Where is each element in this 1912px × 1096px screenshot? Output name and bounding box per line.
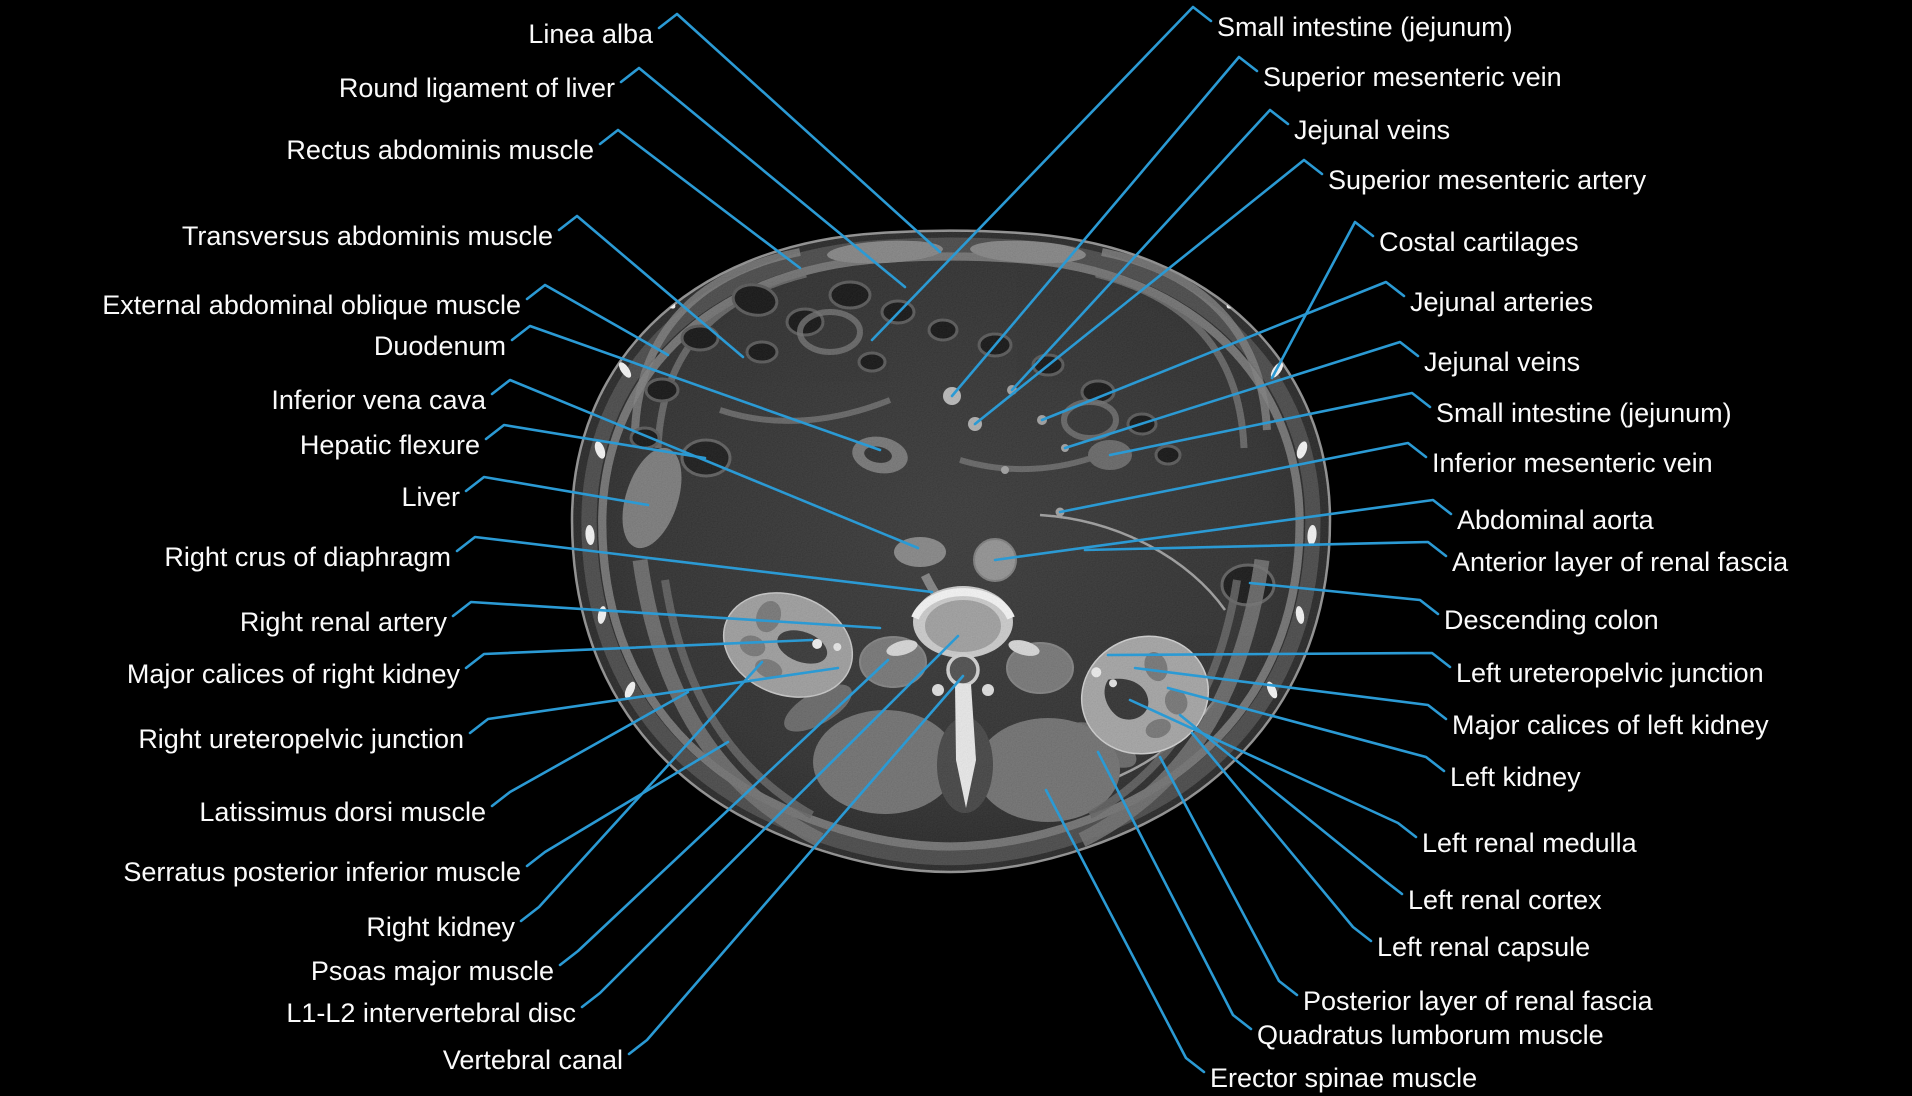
- leader-line-jejunal-veins: [1063, 340, 1420, 450]
- anatomy-label-duodenum: Duodenum: [374, 331, 506, 361]
- anatomy-label-psoas-major-muscle: Psoas major muscle: [311, 956, 554, 986]
- leader-line-linea-alba: [657, 12, 942, 254]
- anatomy-label-round-ligament-of-liver: Round ligament of liver: [339, 73, 615, 103]
- leader-line-inferior-mesenteric-vein: [1058, 441, 1428, 514]
- anatomy-label-major-calices-of-left-kidney: Major calices of left kidney: [1452, 710, 1769, 740]
- anatomy-label-l1-l2-intervertebral-disc: L1-L2 intervertebral disc: [286, 998, 576, 1028]
- anatomy-label-jejunal-veins: Jejunal veins: [1294, 115, 1450, 145]
- leader-line-small-intestine-jejunum: [870, 5, 1213, 342]
- leader-line-left-renal-cortex: [1178, 713, 1404, 896]
- anatomy-label-serratus-posterior-inferior-muscle: Serratus posterior inferior muscle: [123, 857, 521, 887]
- leader-line-superior-mesenteric-artery: [973, 158, 1324, 426]
- anatomy-label-major-calices-of-right-kidney: Major calices of right kidney: [127, 659, 461, 689]
- leader-line-left-renal-medulla: [1128, 698, 1418, 839]
- leader-line-psoas-major-muscle: [558, 658, 890, 967]
- anatomy-label-left-ureteropelvic-junction: Left ureteropelvic junction: [1456, 658, 1764, 688]
- anatomy-label-descending-colon: Descending colon: [1444, 605, 1659, 635]
- anatomy-label-inferior-mesenteric-vein: Inferior mesenteric vein: [1432, 448, 1713, 478]
- anatomy-label-small-intestine-jejunum: Small intestine (jejunum): [1217, 12, 1513, 42]
- anatomy-label-linea-alba: Linea alba: [528, 19, 654, 49]
- anatomy-label-inferior-vena-cava: Inferior vena cava: [271, 385, 487, 415]
- anatomy-label-vertebral-canal: Vertebral canal: [443, 1045, 623, 1075]
- leader-line-latissimus-dorsi-muscle: [490, 690, 690, 808]
- anatomy-label-small-intestine-jejunum: Small intestine (jejunum): [1436, 398, 1732, 428]
- anatomy-label-rectus-abdominis-muscle: Rectus abdominis muscle: [286, 135, 594, 165]
- leader-line-right-ureteropelvic-junction: [468, 666, 840, 735]
- anatomy-label-right-crus-of-diaphragm: Right crus of diaphragm: [164, 542, 451, 572]
- ct-scan-image: [570, 229, 1332, 874]
- anatomy-label-transversus-abdominis-muscle: Transversus abdominis muscle: [182, 221, 553, 251]
- leader-line-vertebral-canal: [627, 674, 965, 1056]
- leader-line-hepatic-flexure: [484, 423, 707, 460]
- anatomy-label-jejunal-veins: Jejunal veins: [1424, 347, 1580, 377]
- leader-line-left-ureteropelvic-junction: [1106, 651, 1452, 669]
- leader-line-abdominal-aorta: [993, 498, 1453, 562]
- leader-line-quadratus-lumborum-muscle: [1096, 750, 1253, 1031]
- anatomy-label-superior-mesenteric-artery: Superior mesenteric artery: [1328, 165, 1647, 195]
- leader-line-right-crus-of-diaphragm: [455, 535, 934, 594]
- leader-line-rectus-abdominis-muscle: [598, 128, 802, 270]
- leader-line-right-kidney: [519, 660, 764, 923]
- leader-line-duodenum: [510, 324, 882, 452]
- anatomy-label-left-renal-cortex: Left renal cortex: [1408, 885, 1602, 915]
- leader-line-costal-cartilages: [1270, 220, 1375, 380]
- leader-line-round-ligament-of-liver: [619, 66, 907, 289]
- anatomy-label-costal-cartilages: Costal cartilages: [1379, 227, 1579, 257]
- anatomy-label-jejunal-arteries: Jejunal arteries: [1410, 287, 1593, 317]
- anatomy-label-anterior-layer-of-renal-fascia: Anterior layer of renal fascia: [1452, 547, 1789, 577]
- anatomy-label-right-renal-artery: Right renal artery: [240, 607, 448, 637]
- leader-line-posterior-layer-of-renal-fascia: [1158, 755, 1299, 997]
- anatomy-label-external-abdominal-oblique-muscle: External abdominal oblique muscle: [102, 290, 521, 320]
- anatomy-label-erector-spinae-muscle: Erector spinae muscle: [1210, 1063, 1477, 1093]
- leader-line-erector-spinae-muscle: [1044, 788, 1206, 1074]
- leader-line-serratus-posterior-inferior-muscle: [525, 740, 730, 868]
- anatomy-label-abdominal-aorta: Abdominal aorta: [1457, 505, 1655, 535]
- leader-line-inferior-vena-cava: [490, 378, 920, 550]
- anatomy-label-liver: Liver: [401, 482, 460, 512]
- leader-line-left-renal-capsule: [1190, 731, 1373, 943]
- leader-line-major-calices-of-right-kidney: [464, 638, 814, 670]
- leader-line-l1-l2-intervertebral-disc: [580, 634, 960, 1009]
- anatomy-label-right-kidney: Right kidney: [366, 912, 515, 942]
- leader-line-anterior-layer-of-renal-fascia: [1083, 540, 1448, 558]
- anatomy-label-latissimus-dorsi-muscle: Latissimus dorsi muscle: [199, 797, 486, 827]
- anatomy-label-posterior-layer-of-renal-fascia: Posterior layer of renal fascia: [1303, 986, 1654, 1016]
- leader-line-superior-mesenteric-vein: [950, 55, 1259, 398]
- anatomy-label-left-renal-medulla: Left renal medulla: [1422, 828, 1638, 858]
- anatomy-label-hepatic-flexure: Hepatic flexure: [300, 430, 480, 460]
- leader-line-jejunal-veins: [1010, 108, 1290, 392]
- anatomy-label-right-ureteropelvic-junction: Right ureteropelvic junction: [138, 724, 464, 754]
- leader-line-jejunal-arteries: [1040, 280, 1406, 422]
- anatomy-label-quadratus-lumborum-muscle: Quadratus lumborum muscle: [1257, 1020, 1604, 1050]
- anatomy-label-left-renal-capsule: Left renal capsule: [1377, 932, 1590, 962]
- ct-noise-overlay: [572, 230, 1330, 872]
- leader-line-right-renal-artery: [451, 600, 882, 630]
- leader-line-liver: [464, 475, 650, 507]
- leader-line-major-calices-of-left-kidney: [1133, 666, 1448, 721]
- leader-line-small-intestine-jejunum: [1108, 391, 1432, 457]
- leader-lines-layer: [451, 5, 1453, 1074]
- anatomy-label-left-kidney: Left kidney: [1450, 762, 1581, 792]
- leader-line-external-abdominal-oblique-muscle: [525, 283, 670, 357]
- leader-line-transversus-abdominis-muscle: [557, 214, 745, 359]
- leader-line-left-kidney: [1166, 686, 1446, 773]
- leader-line-descending-colon: [1248, 581, 1440, 616]
- anatomy-label-superior-mesenteric-vein: Superior mesenteric vein: [1263, 62, 1562, 92]
